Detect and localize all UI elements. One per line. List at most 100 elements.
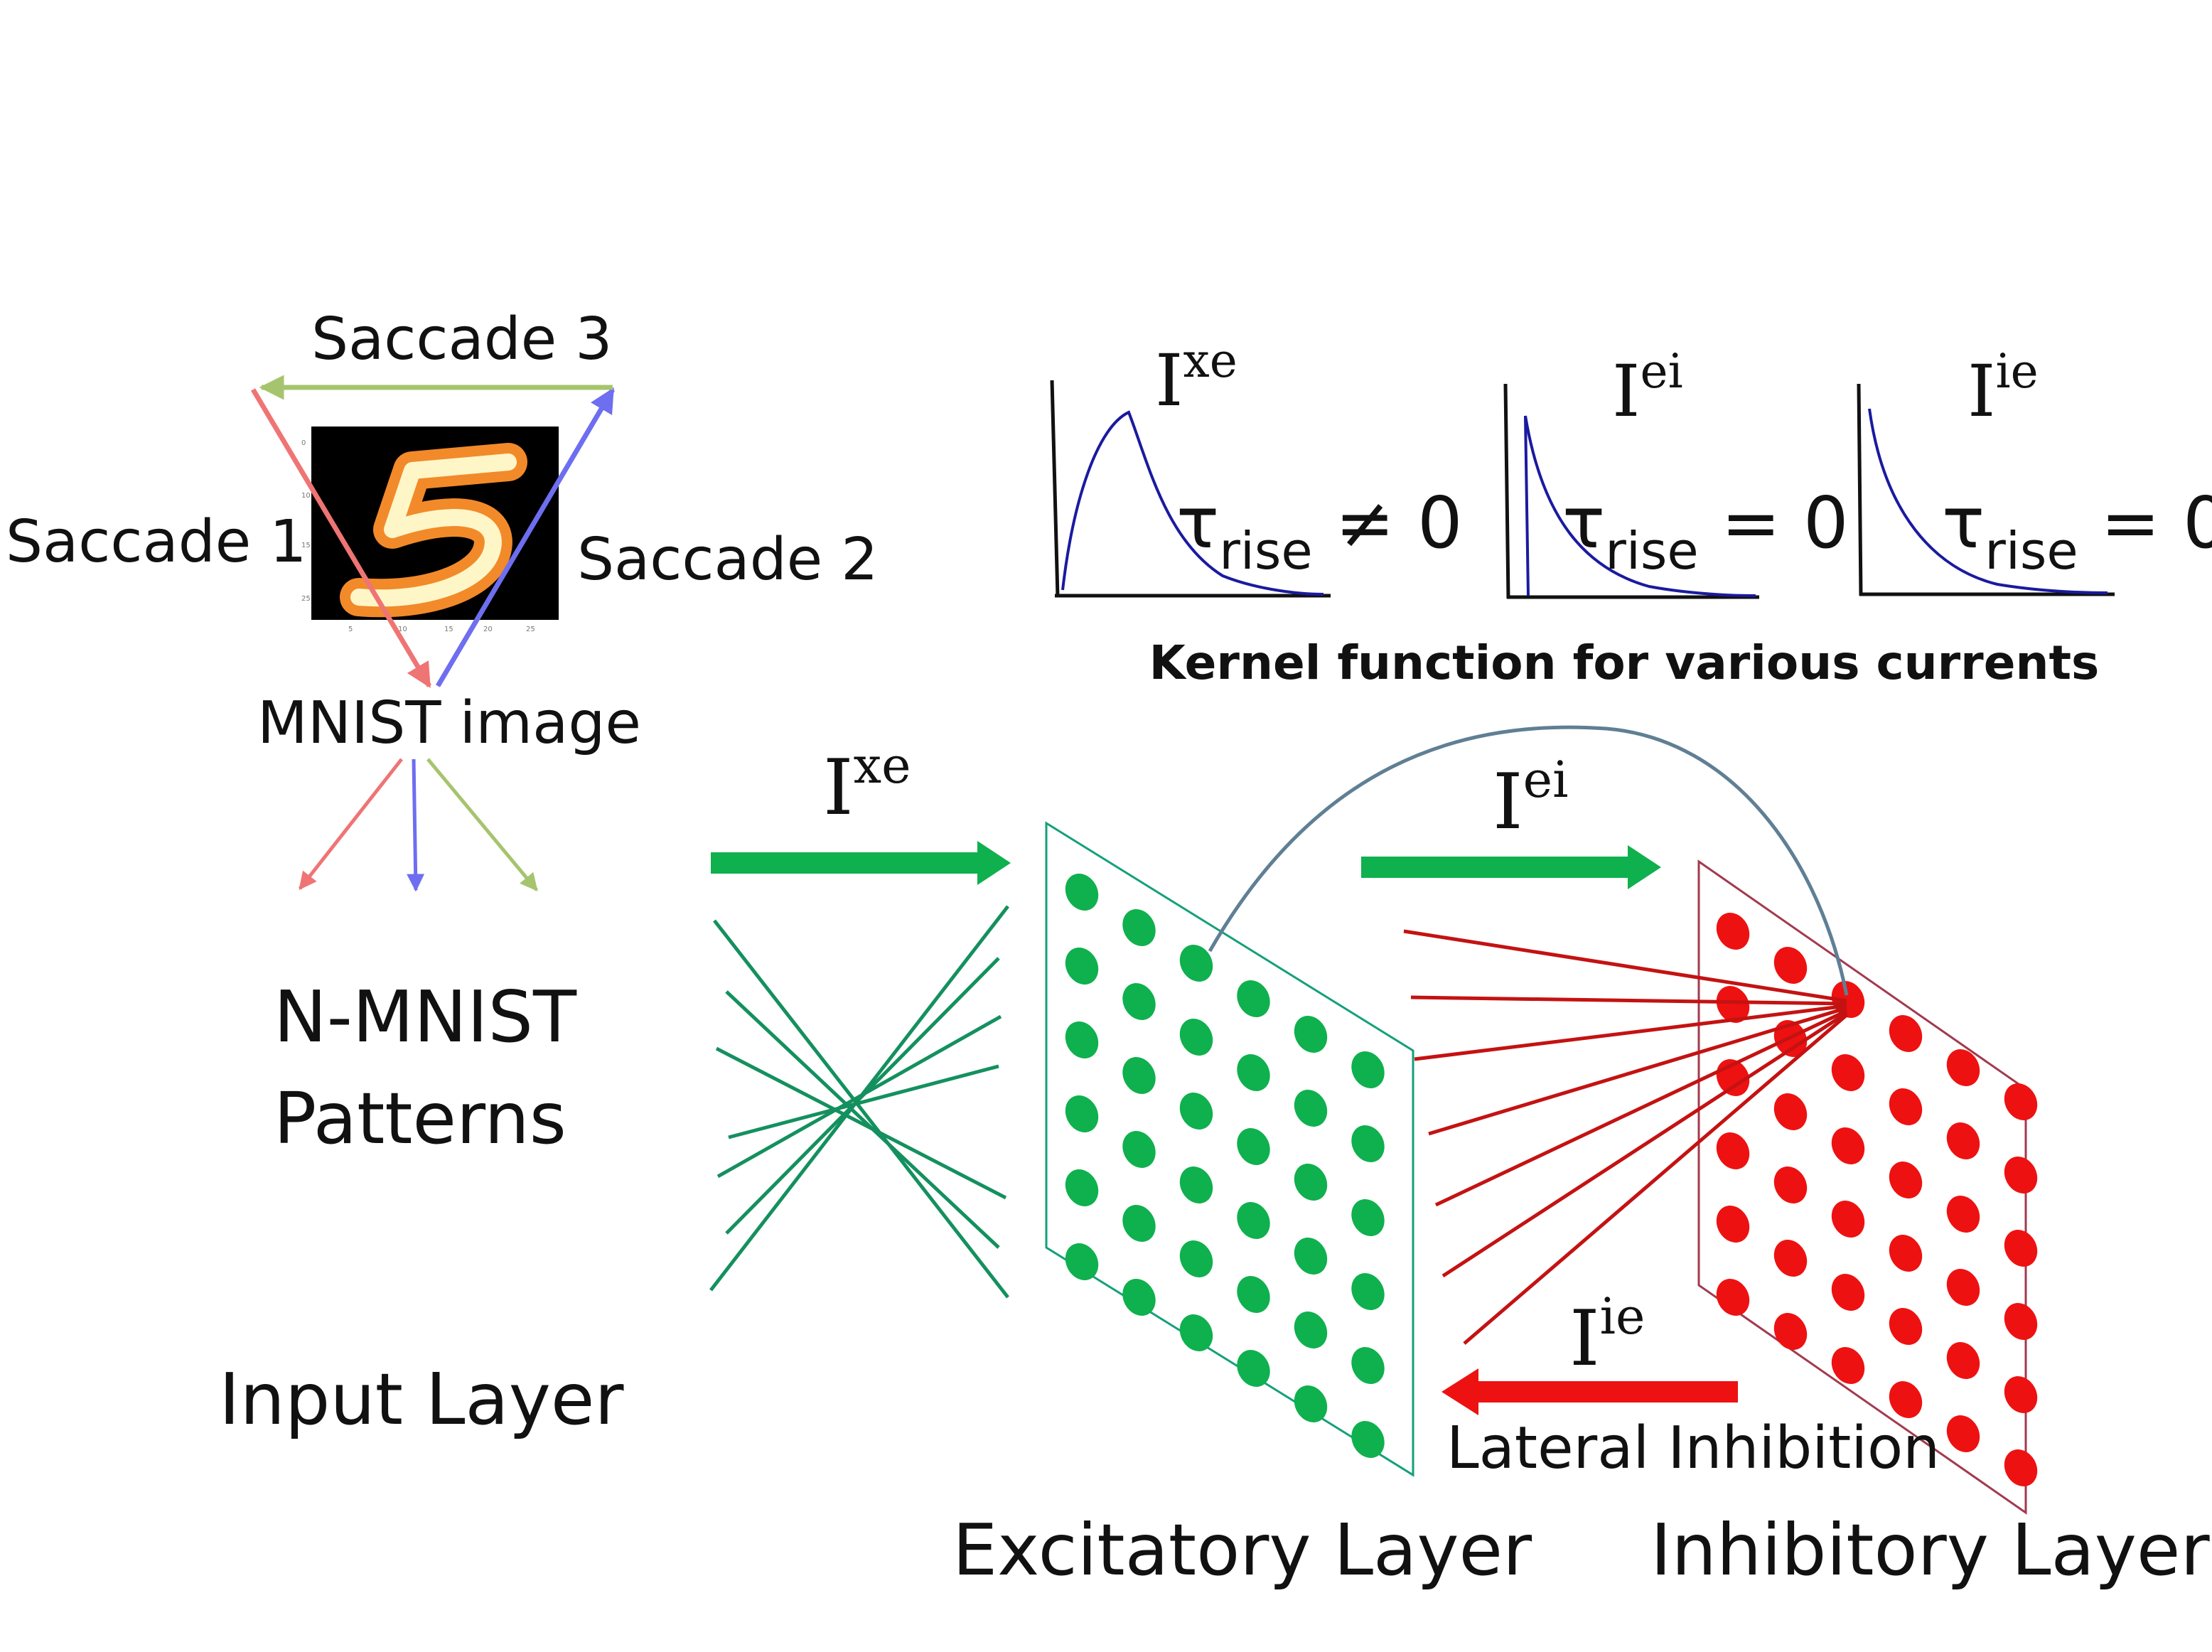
excitatory-neuron [1122, 1057, 1156, 1094]
excitatory-neuron [1065, 948, 1099, 985]
kernel-xe-base: I [1155, 339, 1183, 422]
inhibitory-neuron [1716, 1206, 1750, 1243]
excitatory-neuron [1179, 1019, 1213, 1056]
input-layer-label: Input Layer [219, 1358, 624, 1441]
inhibitory-neuron [1889, 1235, 1923, 1272]
svg-text:25: 25 [526, 626, 535, 633]
lateral-inhibition-label: Lateral Inhibition [1446, 1415, 1940, 1482]
kernel-ei-tau: τ [1562, 481, 1605, 564]
svg-text:15: 15 [301, 542, 311, 549]
lateral-inhibition-connections [1403, 929, 1848, 1345]
excitatory-neuron [1237, 1350, 1270, 1387]
inhibitory-neuron [1773, 1166, 1808, 1203]
inhibitory-neuron [1716, 1132, 1750, 1169]
excitatory-neuron [1294, 1238, 1328, 1275]
saccade-2-label: Saccade 2 [577, 526, 878, 594]
current-xe-arrow [711, 841, 1011, 885]
excitatory-neuron [1237, 1054, 1270, 1091]
saccade-arrows [250, 375, 616, 689]
excitatory-neuron [1065, 1095, 1099, 1132]
input-connections [709, 905, 1009, 1299]
excitatory-neuron [1294, 1312, 1328, 1348]
inhibitory-neuron [2004, 1303, 2038, 1340]
current-ie-label: Iie [1569, 1287, 1645, 1383]
excitatory-neuron [1122, 1131, 1156, 1168]
inhibitory-neuron [1831, 1127, 1865, 1164]
inhibitory-neuron [1946, 1122, 1980, 1159]
inhibitory-neuron [1889, 1308, 1923, 1345]
inhibitory-neurons [1716, 913, 2038, 1486]
excitatory-neuron [1065, 1021, 1099, 1058]
kernel-plot-ei: Iei τrise = 0 [1503, 344, 1849, 599]
kernel-ie-sup: ie [1996, 344, 2039, 399]
inhibitory-neuron [1946, 1415, 1980, 1452]
kernel-xe-rel: ≠ 0 [1313, 481, 1463, 564]
current-ei-label: Iei [1493, 751, 1569, 847]
saccade-output-arrows [299, 758, 538, 892]
inhibitory-neuron [1831, 1054, 1865, 1091]
inhibitory-neuron [1716, 1279, 1750, 1316]
excitatory-neuron [1351, 1125, 1385, 1162]
saccade-2-arrow [435, 387, 616, 687]
inhibitory-neuron [1831, 1201, 1865, 1238]
excitatory-neuron [1294, 1164, 1328, 1201]
excitatory-neuron [1122, 1205, 1156, 1242]
svg-text:10: 10 [398, 626, 407, 633]
excitatory-neuron [1351, 1421, 1385, 1458]
excitatory-neuron [1065, 874, 1099, 911]
kernel-plots: Ixe τrise ≠ 0 Iei τrise = 0 Iie [1050, 333, 2212, 599]
saccade-1-label: Saccade 1 [6, 508, 306, 576]
excitatory-neuron [1294, 1385, 1328, 1422]
excitatory-neuron [1065, 1243, 1099, 1280]
svg-text:τrise ≠ 0: τrise ≠ 0 [1176, 481, 1463, 581]
inhibitory-neuron [1889, 1162, 1923, 1198]
excitatory-neuron [1179, 1314, 1213, 1351]
inhibitory-neuron [1946, 1269, 1980, 1306]
inhibitory-neuron [1773, 1240, 1808, 1277]
excitatory-neuron [1237, 1202, 1270, 1239]
inhibitory-neuron [1716, 986, 1750, 1023]
inhibitory-neuron [1946, 1342, 1980, 1379]
mnist-image-caption: MNIST image [257, 690, 641, 757]
excitatory-neuron [1351, 1273, 1385, 1310]
saccade-1-arrow [250, 388, 432, 689]
excitatory-neuron [1294, 1016, 1328, 1053]
excitatory-neuron [1122, 909, 1156, 946]
svg-text:Iei: Iei [1612, 344, 1683, 433]
excitatory-neuron [1351, 1051, 1385, 1088]
n-mnist-label: N-MNIST [274, 975, 577, 1058]
inhibitory-neuron [1946, 1049, 1980, 1086]
svg-text:Iie: Iie [1967, 344, 2039, 433]
svg-text:25: 25 [301, 595, 311, 603]
excitatory-neuron [1179, 1093, 1213, 1130]
excitatory-neuron [1351, 1199, 1385, 1236]
inhibitory-neuron [1831, 1347, 1865, 1384]
excitatory-neuron [1179, 945, 1213, 982]
svg-text:0: 0 [301, 439, 306, 447]
inhibitory-neuron [1773, 1313, 1808, 1350]
inhibitory-neuron [2004, 1376, 2038, 1413]
excitatory-neurons [1065, 874, 1385, 1458]
kernel-ei-base: I [1612, 350, 1641, 433]
current-xe-label: Ixe [823, 736, 911, 832]
svg-text:5: 5 [348, 626, 353, 633]
excitatory-layer-label: Excitatory Layer [952, 1508, 1532, 1592]
inhibitory-neuron [1889, 1088, 1923, 1125]
svg-text:20: 20 [483, 626, 493, 633]
inhibitory-neuron [1831, 1274, 1865, 1311]
excitatory-neuron [1237, 1276, 1270, 1313]
current-ei-arrow [1361, 845, 1661, 889]
excitatory-neuron [1294, 1090, 1328, 1127]
one-to-one-connection-arc [1208, 725, 1849, 996]
excitatory-neuron [1122, 983, 1156, 1020]
inhibitory-neuron [1889, 1381, 1923, 1418]
svg-text:τrise = 0: τrise = 0 [1562, 481, 1849, 581]
excitatory-neuron [1351, 1347, 1385, 1384]
kernel-ie-tau: τ [1942, 481, 1985, 564]
svg-text:15: 15 [444, 626, 453, 633]
inhibitory-neuron [2004, 1230, 2038, 1267]
inhibitory-neuron [1889, 1015, 1923, 1052]
inhibitory-layer-label: Inhibitory Layer [1650, 1508, 2210, 1592]
